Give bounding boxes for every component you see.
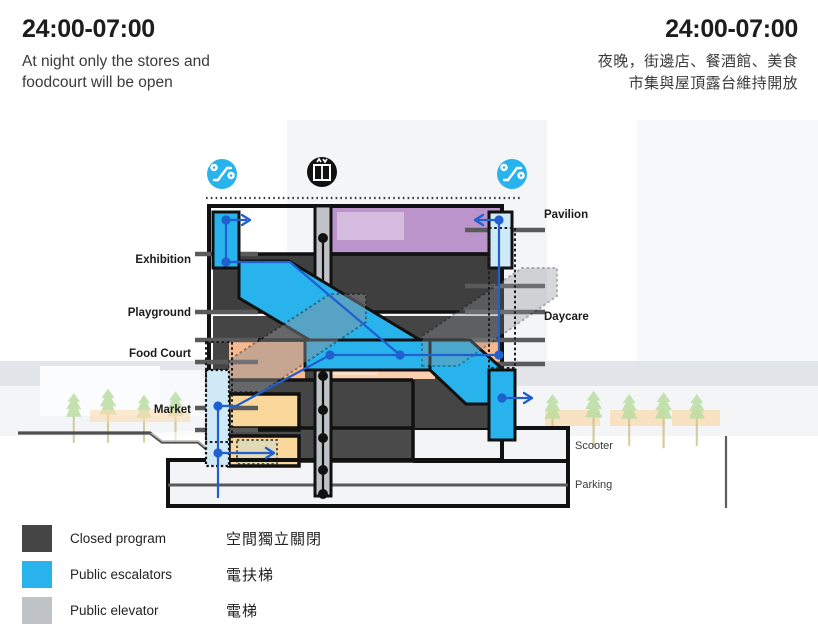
legend-swatch-public-escalators (22, 560, 52, 588)
diagram-right-labels-base: Scooter Parking (575, 440, 613, 491)
escalator-ghost-left-shaft (205, 341, 233, 443)
elevator-icon (307, 157, 337, 187)
header-left: 24:00-07:00 At night only the stores and… (22, 14, 210, 93)
diagram-right-labels: Pavilion Daycare (544, 209, 589, 323)
label-market: Market (154, 404, 191, 416)
diagram-left-labels: Exhibition Playground Food Court Market (128, 254, 191, 416)
legend-swatch-public-elevator (22, 596, 52, 624)
section-diagram: Exhibition Playground Food Court Market … (0, 108, 818, 508)
escalator-icon (207, 159, 237, 189)
header-right-time: 24:00-07:00 (665, 15, 798, 43)
legend-label-zh: 電扶梯 (226, 566, 275, 584)
label-daycare: Daycare (544, 311, 589, 323)
escalator-right-lower (487, 368, 517, 442)
flow-arrowheads (240, 213, 534, 460)
background-block-right (637, 120, 818, 370)
legend-item-closed-program: Closed program 空間獨立關閉 (22, 520, 442, 556)
escalator-icon (497, 159, 527, 189)
legend-label-zh: 電梯 (226, 602, 259, 620)
legend-label-zh: 空間獨立關閉 (226, 530, 323, 548)
circulation-nodes (213, 215, 507, 458)
legend-item-public-elevator: Public elevator 電梯 (22, 592, 442, 628)
label-exhibition: Exhibition (135, 254, 191, 266)
market-open-upper (227, 392, 301, 432)
escalator-ghost-right-shaft (488, 227, 516, 369)
header-right-description: 夜晚，街邊店、餐酒館、美食 市集與屋頂露台維持開放 (597, 53, 798, 92)
label-parking: Parking (575, 479, 612, 491)
escalator-right-top-ghost (487, 210, 514, 270)
escalator-ghost-diagonal-right (421, 267, 558, 367)
label-pavilion: Pavilion (544, 209, 588, 221)
legend-item-public-escalators: Public escalators 電扶梯 (22, 556, 442, 592)
legend-label-en: Closed program (70, 530, 167, 546)
label-food-court: Food Court (129, 348, 191, 360)
legend-label-en: Public escalators (70, 566, 173, 582)
legend: Closed program 空間獨立關閉 Public escalators … (22, 520, 442, 628)
header-left-time: 24:00-07:00 (22, 15, 155, 43)
header-right: 24:00-07:00 夜晚，街邊店、餐酒館、美食 市集與屋頂露台維持開放 (597, 14, 799, 95)
legend-swatch-closed-program (22, 524, 52, 552)
market-stall-left (90, 410, 190, 422)
label-playground: Playground (128, 307, 191, 319)
label-scooter: Scooter (575, 440, 613, 452)
header-left-description: At night only the stores and foodcourt w… (22, 53, 210, 91)
pavilion-open-highlight (337, 212, 404, 240)
legend-label-en: Public elevator (70, 602, 159, 618)
